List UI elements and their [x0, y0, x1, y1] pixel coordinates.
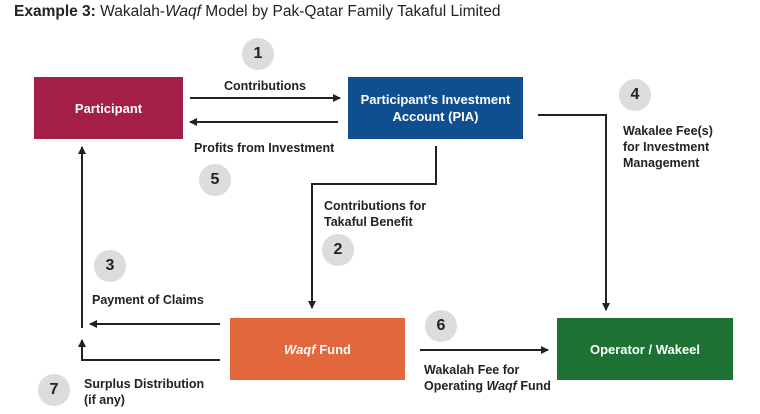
surplus-label: Surplus Distribution (if any): [84, 376, 204, 408]
profits-label: Profits from Investment: [194, 141, 335, 155]
step-7-badge: 7: [38, 374, 70, 406]
wakalah-fee-line2-post: Fund: [516, 379, 551, 393]
title-waqf: Waqf: [165, 3, 201, 20]
contributions-takaful-label: Contributions for Takaful Benefit: [324, 198, 426, 230]
surplus-line1: Surplus Distribution: [84, 377, 205, 391]
participant-box: Participant: [34, 77, 183, 139]
waqf-fund-rest: Fund: [315, 341, 351, 357]
arrow-surplus: [78, 339, 220, 361]
diagram-title: Example 3: Wakalah-Waqf Model by Pak-Qat…: [14, 3, 500, 21]
step-5-badge: 5: [199, 164, 231, 196]
arrow-wakalee-fee: [538, 114, 610, 311]
step-4-badge: 4: [619, 79, 651, 111]
waqf-fund-box: Waqf Fund: [230, 318, 405, 380]
operator-box: Operator / Wakeel: [557, 318, 733, 380]
step-3-badge: 3: [94, 250, 126, 282]
pia-label-line1: Participant’s Investment: [360, 92, 511, 107]
wakalah-fee-line1: Wakalah Fee for: [424, 363, 520, 377]
title-prefix: Example 3:: [14, 3, 96, 20]
wakalee-fee-label: Wakalee Fee(s) for Investment Management: [623, 123, 713, 171]
contributions-label: Contributions: [224, 79, 306, 93]
arrow-contributions-takaful: [308, 146, 437, 309]
step-1-badge: 1: [242, 38, 274, 70]
contributions-takaful-line1: Contributions for: [324, 199, 427, 213]
pia-label-line2: Account (PIA): [392, 109, 479, 124]
pia-box: Participant’s Investment Account (PIA): [348, 77, 523, 139]
participant-label: Participant: [74, 100, 143, 116]
step-6-badge: 6: [425, 310, 457, 342]
title-part1: Wakalah-: [100, 3, 166, 20]
surplus-line2: (if any): [84, 393, 125, 407]
wakalah-fee-label: Wakalah Fee for Operating Waqf Fund: [424, 362, 551, 394]
waqf-fund-italic: Waqf: [284, 341, 316, 357]
contributions-takaful-line2: Takaful Benefit: [324, 215, 413, 229]
step-2-badge: 2: [322, 234, 354, 266]
wakalee-fee-line1: Wakalee Fee(s): [623, 124, 713, 138]
title-part2: Model by Pak-Qatar Family Takaful Limite…: [200, 3, 501, 20]
payment-claims-label: Payment of Claims: [92, 293, 204, 307]
wakalee-fee-line2: for Investment: [623, 140, 710, 154]
wakalee-fee-line3: Management: [623, 156, 700, 170]
wakalah-fee-line2: Operating Waqf Fund: [424, 378, 551, 394]
wakalah-fee-line2-pre: Operating: [424, 379, 487, 393]
wakalah-fee-line2-italic: Waqf: [486, 379, 517, 393]
operator-label: Operator / Wakeel: [589, 341, 701, 357]
